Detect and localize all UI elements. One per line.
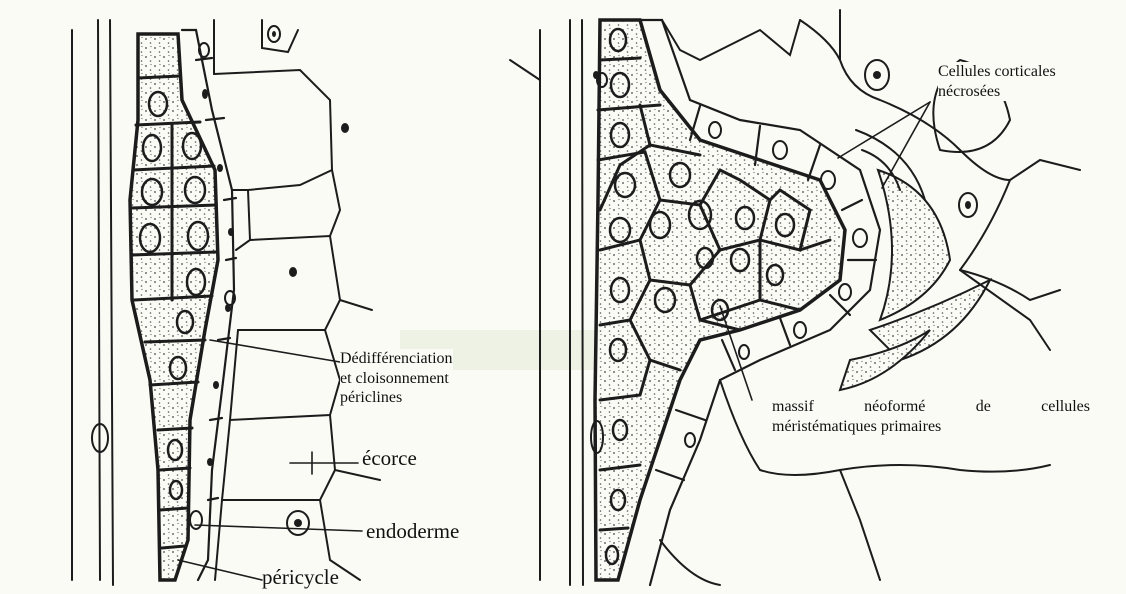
label-massif-line-1: massif néoformé de cellules [772,397,1090,417]
label-massif-meristematique: massif néoformé de cellules méristématiq… [772,397,1090,436]
label-pericycle: péricycle [262,565,339,591]
label-dedifferenciation-line-1: Dédifférenciation [340,349,453,369]
label-dedifferenciation-line-2: et cloisonnement [340,369,453,389]
label-cellules-necrosees: Cellules corticales nécrosées [938,62,1056,101]
label-endoderme: endoderme [366,519,459,545]
label-dedifferenciation-line-3: périclines [340,388,453,408]
label-cellules-necrosees-line-1: Cellules corticales [938,62,1056,82]
label-dedifferenciation: Dédifférenciation et cloisonnement péric… [340,349,453,408]
label-massif-line-2: méristématiques primaires [772,417,1090,437]
label-ecorce: écorce [362,446,417,472]
label-cellules-necrosees-line-2: nécrosées [938,82,1056,102]
